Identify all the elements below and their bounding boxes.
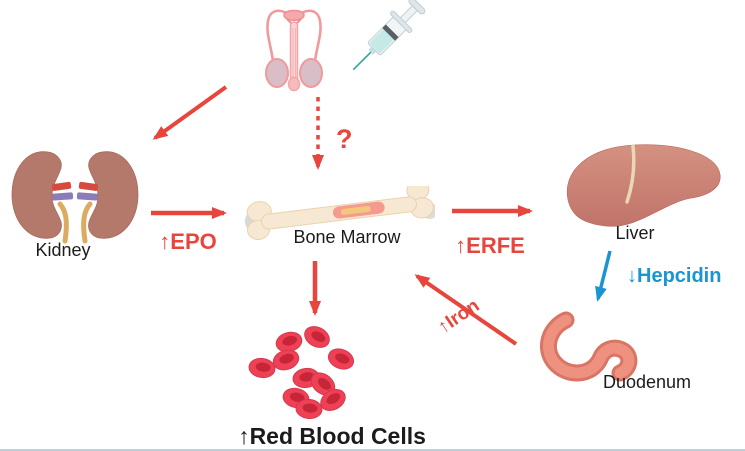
red-blood-cells-label: ↑Red Blood Cells	[238, 423, 426, 449]
epo-label: ↑EPO	[159, 229, 217, 254]
kidneys-icon	[8, 148, 142, 244]
duodenum-label: Duodenum	[602, 372, 692, 392]
syringe-icon	[340, 0, 426, 86]
duodenum-icon	[540, 305, 646, 387]
liver-icon	[560, 140, 726, 236]
bone-marrow-icon	[243, 186, 435, 240]
hepcidin-label: ↓Hepcidin	[627, 265, 722, 287]
question-mark-label: ?	[336, 124, 353, 154]
arrow-liver-to-duodenum	[595, 250, 612, 302]
erfe-label: ↑ERFE	[455, 233, 525, 258]
arrow-duodenum-to-bone-marrow	[414, 274, 518, 346]
bottom-border-line	[0, 449, 745, 451]
liver-label: Liver	[615, 223, 655, 243]
arrow-gonads-to-kidney	[152, 85, 228, 140]
bone-marrow-label: Bone Marrow	[293, 227, 401, 247]
red-blood-cells-icon	[243, 326, 388, 422]
male-reproductive-system-icon	[262, 2, 326, 94]
kidney-label: Kidney	[35, 240, 91, 260]
